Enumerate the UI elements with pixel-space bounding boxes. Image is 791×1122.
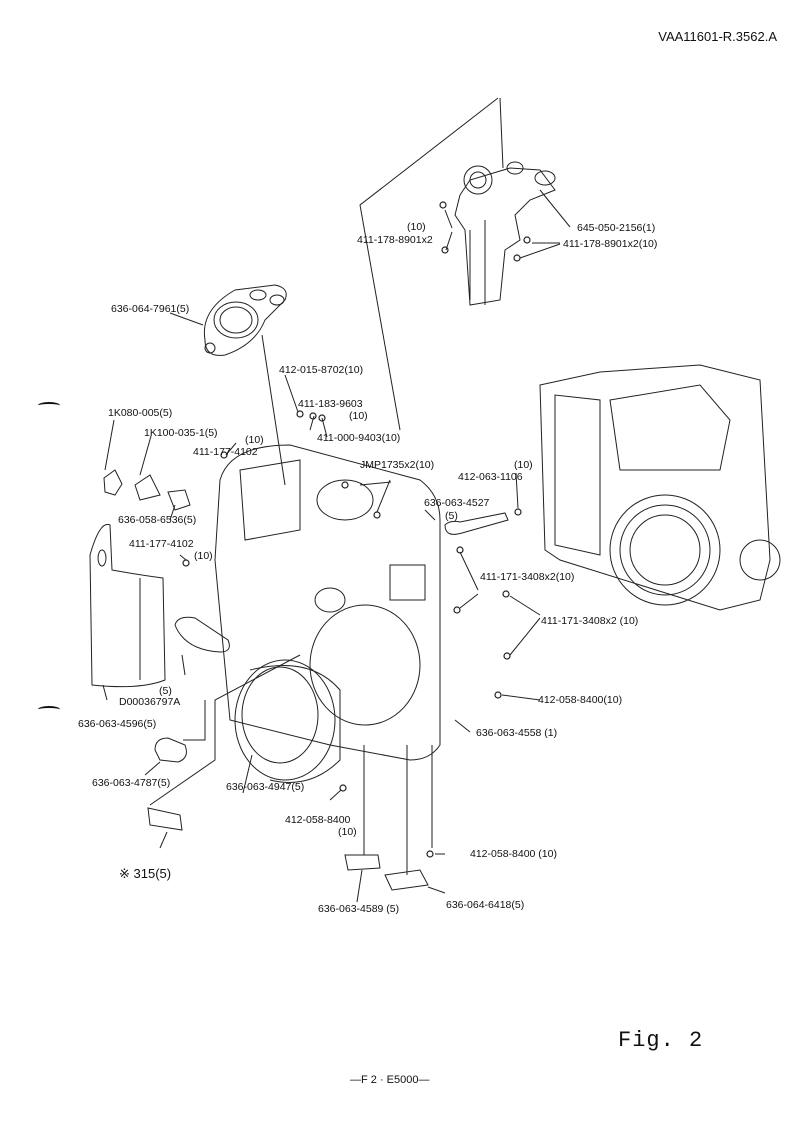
part-label-412-063-1106: 412-063-1106 — [458, 471, 523, 483]
part-qty-label: (10) — [194, 550, 213, 562]
part-label-411-000-9403: 411-000-9403(10) — [317, 432, 401, 444]
leader-line — [499, 97, 504, 169]
knob-part — [167, 489, 191, 511]
gasket-plate — [203, 284, 287, 356]
part-label-636-063-4558: 636-063-4558 (1) — [476, 727, 558, 739]
lever-part — [444, 512, 509, 535]
grip-cover — [89, 523, 166, 688]
part-qty-label: (10) — [407, 221, 426, 233]
top-control-assembly — [454, 161, 556, 306]
part-label-636-063-4527: 636-063-4527 — [424, 497, 490, 509]
part-label-411-177-4102: 411-177-4102 — [193, 446, 258, 458]
lens-ring — [234, 659, 341, 783]
screw-icons — [182, 201, 531, 858]
part-label-636-064-7961: 636-064-7961(5) — [111, 303, 190, 315]
part-label-412-058-8400-bottom: 412-058-8400 (10) — [470, 848, 557, 860]
part-label-1K080-005: 1K080-005(5) — [108, 407, 173, 419]
page-footer: —F 2 · E5000— — [350, 1074, 430, 1086]
lens-opening — [309, 604, 421, 726]
part-qty-label: (10) — [349, 410, 368, 422]
part-label-411-183-9603: 411-183-9603 — [298, 398, 363, 410]
part-qty-label: (10) — [338, 826, 357, 838]
assembled-camera-view — [539, 364, 781, 611]
part-label-636-063-4947: 636-063-4947(5) — [226, 781, 305, 793]
part-label-411-171-3408x2-right: 411-171-3408x2 (10) — [541, 615, 639, 627]
part-label-636-064-6418: 636-064-6418(5) — [446, 899, 525, 911]
label-sheet — [147, 807, 183, 831]
part-qty-label: (5) — [445, 510, 458, 522]
front-cover-body — [214, 444, 441, 761]
part-label-412-015-8702: 412-015-8702(10) — [279, 364, 364, 376]
leader-line — [261, 334, 286, 486]
part-label-411-178-8901x2: 411-178-8901x2 — [357, 234, 433, 246]
grip-insert — [174, 616, 230, 653]
eyepiece-window — [154, 737, 187, 763]
callout-leaders — [102, 189, 571, 903]
strap-clip — [103, 469, 123, 496]
part-label-JMP1735x2: JMP1735x2(10) — [360, 459, 435, 471]
part-label-636-058-6536: 636-058-6536(5) — [118, 514, 197, 526]
part-label-D00036797A: D00036797A — [119, 696, 181, 708]
part-label-636-063-4596: 636-063-4596(5) — [78, 718, 157, 730]
figure-label: Fig. 2 — [618, 1028, 704, 1053]
part-qty-label: (10) — [514, 459, 533, 471]
bottom-pad-b — [384, 869, 429, 891]
leader-line — [359, 97, 499, 431]
binder-hole-mark — [38, 706, 60, 713]
part-label-412-058-8400-lower: 412-058-8400 — [285, 814, 351, 826]
part-label-1K100-035-1: 1K100-035-1(5) — [144, 427, 218, 439]
strap-ring — [134, 474, 161, 501]
part-label-411-178-8901x2-right: 411-178-8901x2(10) — [563, 238, 658, 250]
bottom-pad-a — [344, 854, 381, 871]
part-label-411-171-3408x2: 411-171-3408x2(10) — [480, 571, 575, 583]
part-label-411-177-4102-lower: 411-177-4102 — [129, 538, 194, 550]
part-qty-label: (10) — [245, 434, 264, 446]
part-qty-label: (5) — [159, 685, 172, 697]
part-label-636-063-4589: 636-063-4589 (5) — [318, 903, 400, 915]
part-label-645-050-2156: 645-050-2156(1) — [577, 222, 656, 234]
document-id: VAA11601-R.3562.A — [658, 29, 777, 44]
part-label-412-058-8400-right: 412-058-8400(10) — [538, 694, 623, 706]
part-label-315: ※ 315(5) — [119, 866, 172, 881]
binder-hole-mark — [38, 402, 60, 409]
part-label-636-063-4787: 636-063-4787(5) — [92, 777, 171, 789]
